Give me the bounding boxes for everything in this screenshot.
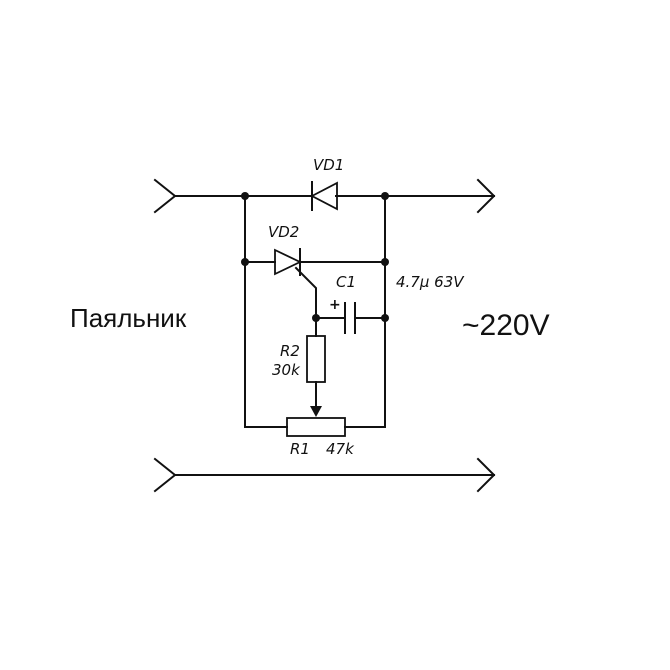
vd2-label: VD2 <box>268 223 299 241</box>
diode-vd1 <box>310 181 338 211</box>
supply-voltage-label: ~220V <box>462 309 550 342</box>
left-bottom-terminal <box>153 457 177 493</box>
right-top-terminal <box>476 178 496 214</box>
resistor-r2 <box>306 317 326 417</box>
c1-polarity-mark: + <box>329 297 341 313</box>
right-bottom-terminal <box>476 457 496 493</box>
thyristor-vd2 <box>244 248 386 319</box>
bottom-rail <box>153 457 496 493</box>
junctions <box>241 192 389 322</box>
r1-label: R1 <box>290 440 310 458</box>
potentiometer-r1 <box>244 417 386 437</box>
c1-value-label: 4.7µ 63V <box>396 273 465 291</box>
load-label: Паяльник <box>70 303 187 333</box>
c1-label: C1 <box>336 273 356 291</box>
r1-value-label: 47k <box>326 440 355 458</box>
top-rail <box>153 178 496 214</box>
vd1-label: VD1 <box>313 156 344 174</box>
capacitor-c1 <box>315 302 386 334</box>
r2-label: R2 <box>280 342 300 360</box>
r2-value-label: 30k <box>272 361 301 379</box>
left-top-terminal <box>153 178 177 214</box>
